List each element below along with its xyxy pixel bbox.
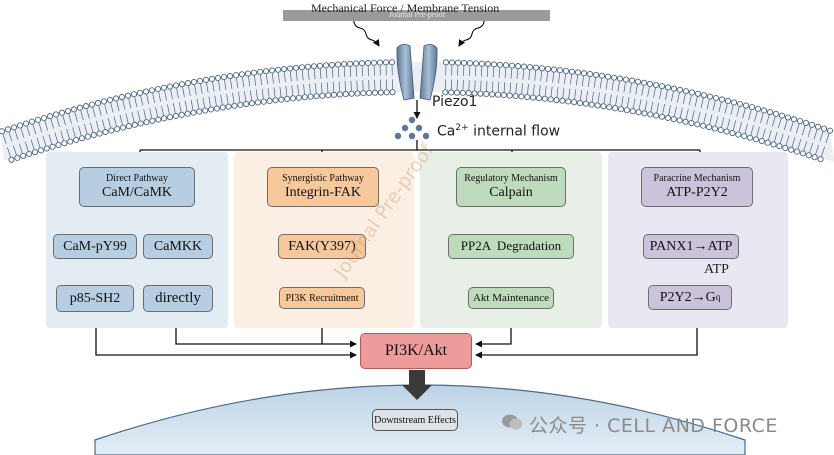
camkk-node: CaMKK	[143, 234, 213, 259]
paracrine-mechanism-title: ATP-P2Y2	[666, 185, 728, 201]
direct-pathway-header: Direct Pathway CaM/CaMK	[79, 167, 195, 207]
footer-watermark: 公众号 · CELL AND FORCE	[529, 415, 778, 437]
mechanical-force-arrows-icon	[347, 13, 491, 47]
regulatory-mechanism-subtitle: Regulatory Mechanism	[464, 173, 558, 185]
direct-pathway-subtitle: Direct Pathway	[106, 173, 168, 185]
pi3k-akt-node: PI3K/Akt	[360, 333, 472, 369]
regulatory-mechanism-title: Calpain	[489, 185, 533, 201]
downstream-arrow-icon	[402, 370, 432, 400]
pi3k-recruitment-node: PI3K Recruitment	[279, 287, 365, 309]
akt-maintenance-node: Akt Maintenance	[468, 287, 554, 309]
p85-sh2-node: p85-SH2	[56, 285, 134, 312]
ca-flow-text: internal flow	[468, 123, 561, 140]
piezo1-channel-icon	[396, 44, 438, 101]
ca-label: Ca	[437, 123, 456, 140]
ca-superscript: 2+	[455, 123, 469, 133]
cam-py99-node: CaM-pY99	[53, 234, 137, 259]
panx1-atp-node: PANX1→ATP	[643, 234, 739, 259]
p2y2-gq-label: P2Y2→G	[659, 289, 716, 305]
synergistic-pathway-title: Integrin-FAK	[285, 185, 361, 201]
gq-subscript: q	[715, 291, 721, 302]
paracrine-mechanism-header: Paracrine Mechanism ATP-P2Y2	[641, 167, 753, 207]
pp2a-degradation-node: PP2A Degradation	[448, 234, 574, 259]
atp-label: ATP	[704, 262, 729, 277]
downstream-effects-node: Downstream Effects	[372, 409, 458, 431]
fak-y397-node: FAK(Y397)	[278, 234, 366, 259]
calcium-flow-label: Ca2+ internal flow	[437, 123, 560, 140]
journal-banner-text: Journal Pre-proof	[389, 10, 446, 19]
paracrine-mechanism-subtitle: Paracrine Mechanism	[653, 173, 741, 185]
direct-pathway-title: CaM/CaMK	[102, 185, 172, 201]
synergistic-pathway-header: Synergistic Pathway Integrin-FAK	[267, 167, 379, 207]
directly-node: directly	[143, 285, 213, 312]
regulatory-mechanism-header: Regulatory Mechanism Calpain	[456, 167, 566, 207]
synergistic-pathway-subtitle: Synergistic Pathway	[282, 173, 364, 185]
wechat-icon	[501, 413, 523, 431]
forces-label: Mechanical Force / Membrane Tension	[311, 1, 500, 15]
journal-banner	[283, 10, 550, 21]
calcium-ions-icon	[394, 116, 430, 140]
cell-membrane	[0, 59, 834, 163]
piezo1-label: Piezo1	[432, 94, 478, 110]
